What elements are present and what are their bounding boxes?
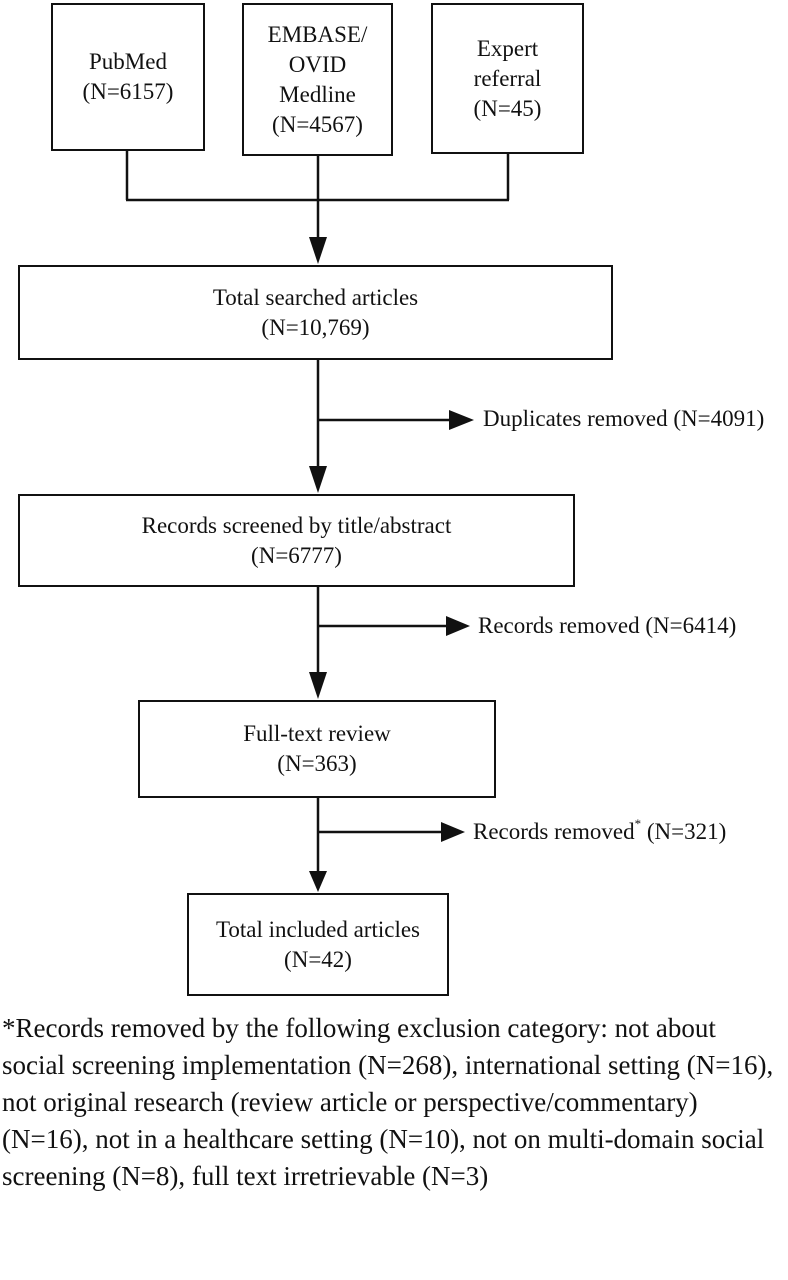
- exclusion-records-removed-2-count: (N=321): [646, 819, 727, 844]
- arrowhead-to-total: [309, 237, 327, 264]
- exclusion-duplicates-label: Duplicates removed (N=4091): [483, 406, 765, 431]
- exclusion-records-removed-1-label: Records removed (N=6414): [478, 613, 737, 638]
- source-embase-line2: OVID: [288, 51, 347, 77]
- arrowhead-duplicates: [449, 410, 474, 430]
- stage-full-text-count: (N=363): [277, 751, 357, 776]
- stage-included-count: (N=42): [284, 946, 352, 972]
- exclusion-duplicates: Duplicates removed (N=4091): [483, 405, 764, 433]
- stage-box-total-searched: Total searched articles (N=10,769): [18, 265, 613, 360]
- source-pubmed-title: PubMed: [89, 49, 167, 74]
- source-embase-line1: EMBASE/: [267, 21, 368, 47]
- arrowhead-to-included: [309, 871, 327, 892]
- exclusion-records-removed-1: Records removed (N=6414): [478, 612, 736, 640]
- source-box-pubmed: PubMed (N=6157): [51, 3, 205, 151]
- stage-screened-count: (N=6777): [251, 542, 342, 568]
- stage-included-title: Total included articles: [215, 916, 421, 942]
- source-embase-count: (N=4567): [272, 111, 363, 137]
- arrowhead-records-removed-1: [446, 616, 470, 636]
- source-box-embase: EMBASE/ OVID Medline (N=4567): [242, 3, 393, 156]
- stage-box-screened: Records screened by title/abstract (N=67…: [18, 494, 575, 587]
- source-pubmed-count: (N=6157): [82, 79, 174, 104]
- stage-total-searched-title: Total searched articles: [212, 284, 419, 310]
- exclusion-records-removed-2: Records removed* (N=321): [473, 816, 727, 846]
- stage-box-full-text: Full-text review (N=363): [138, 700, 496, 798]
- exclusion-records-removed-2-label: Records removed: [473, 819, 635, 844]
- exclusion-footnote-marker: *: [634, 816, 642, 832]
- source-expert-count: (N=45): [473, 95, 542, 121]
- stage-total-searched-count: (N=10,769): [261, 314, 370, 340]
- source-expert-line2: referral: [473, 65, 542, 91]
- arrowhead-to-fulltext: [309, 672, 327, 699]
- source-box-expert: Expert referral (N=45): [431, 3, 584, 154]
- stage-box-included: Total included articles (N=42): [187, 893, 449, 996]
- source-embase-line3: Medline: [279, 81, 356, 107]
- source-expert-line1: Expert: [476, 35, 539, 61]
- stage-screened-title: Records screened by title/abstract: [141, 512, 452, 538]
- arrowhead-records-removed-2: [441, 822, 465, 842]
- arrowhead-to-screened: [309, 466, 327, 493]
- footnote: *Records removed by the following exclus…: [2, 1013, 774, 1191]
- stage-full-text-title: Full-text review: [243, 721, 391, 746]
